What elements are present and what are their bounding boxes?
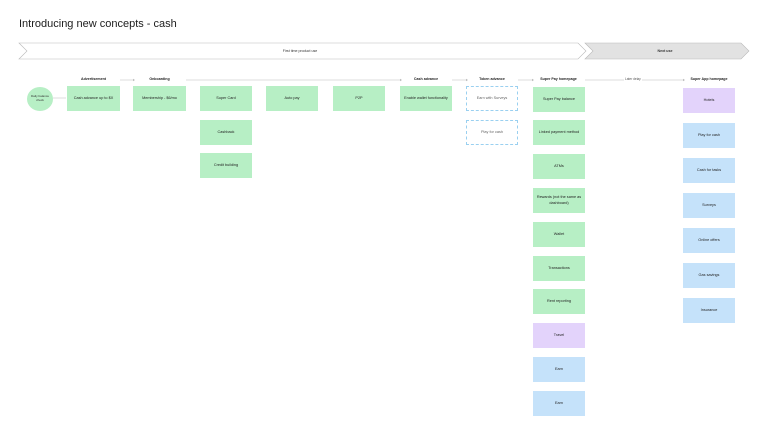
- box-play-for-cash: Play for cash: [466, 120, 518, 145]
- box-earn-with-surveys: Earn with Surveys: [466, 86, 518, 111]
- box-membership: Membership - $6/mo: [133, 86, 186, 111]
- banner-next-label: Next use: [657, 49, 673, 53]
- box-app-play-for-cash: Play for cash: [683, 123, 735, 148]
- header-advertisement: Advertisement: [81, 77, 106, 81]
- header-token-advance: Token advance: [479, 77, 505, 81]
- box-transactions: Transactions: [533, 256, 585, 281]
- box-enable-wallet: Enable wallet functionality: [400, 86, 452, 111]
- box-atms: ATMs: [533, 154, 585, 179]
- box-super-card: Super Card: [200, 86, 252, 111]
- header-super-pay-homepage: Super Pay homepage: [540, 77, 577, 81]
- box-cash-for-tasks: Cash for tasks: [683, 158, 735, 183]
- box-hotels: Hotels: [683, 88, 735, 113]
- header-onboarding: Onboarding: [149, 77, 170, 81]
- box-gas-savings: Gas savings: [683, 263, 735, 288]
- header-super-app-homepage: Super App homepage: [690, 77, 728, 81]
- box-earn-1: Earn: [533, 357, 585, 382]
- box-earn-2: Earn: [533, 391, 585, 416]
- box-ad-cash-advance: Cash advance up to $X: [67, 86, 120, 111]
- box-credit-building: Credit building: [200, 153, 252, 178]
- header-cash-advance: Cash advance: [413, 77, 439, 81]
- box-linked-payment-method: Linked payment method: [533, 120, 585, 145]
- box-travel: Travel: [533, 323, 585, 348]
- box-online-offers: Online offers: [683, 228, 735, 253]
- start-node-label: Daily balance check: [30, 94, 49, 102]
- start-node-daily-balance: Daily balance check: [27, 87, 53, 111]
- box-cashback: Cashback: [200, 120, 252, 145]
- box-rewards: Rewards (not the same as dashboard): [533, 188, 585, 213]
- box-rent-reporting: Rent reporting: [533, 289, 585, 314]
- box-p2p: P2P: [333, 86, 385, 111]
- box-wallet: Wallet: [533, 222, 585, 247]
- box-auto-pay: Auto pay: [266, 86, 318, 111]
- page-title: Introducing new concepts - cash: [19, 18, 177, 30]
- box-super-pay-balance: Super Pay balance: [533, 87, 585, 112]
- box-insurance: Insurance: [683, 298, 735, 323]
- banner-first-label: First time product use: [282, 49, 318, 53]
- box-surveys: Surveys: [683, 193, 735, 218]
- connector-label-later-delay: Later delay: [624, 77, 642, 81]
